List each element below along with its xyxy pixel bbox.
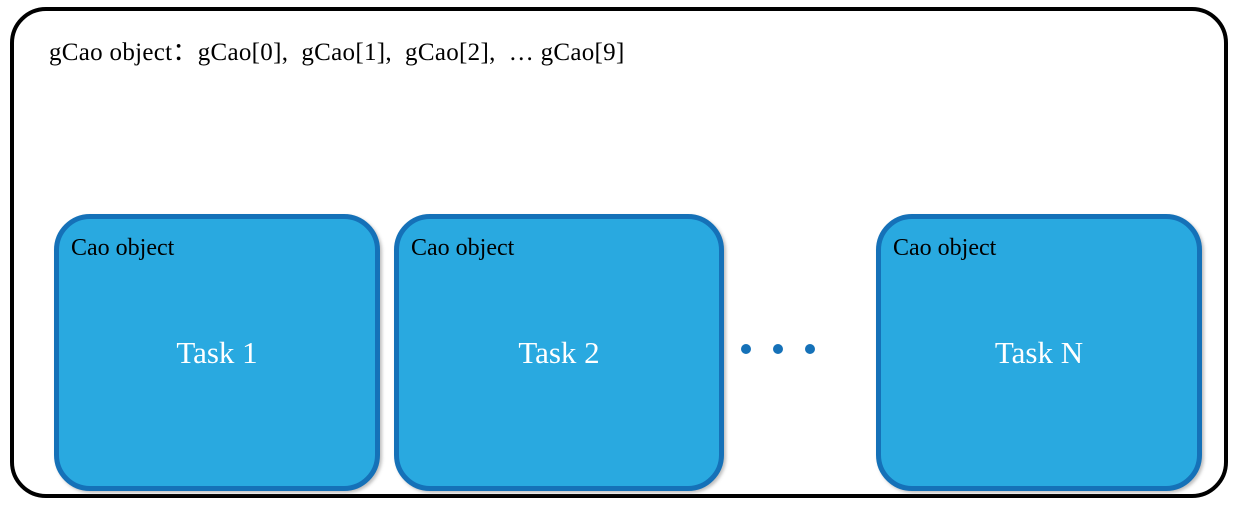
cao-object-box-task-1: Cao object Task 1 bbox=[54, 214, 380, 491]
cao-object-label: Cao object bbox=[71, 235, 175, 261]
ellipsis-dot-icon bbox=[741, 344, 751, 354]
ellipsis-dot-icon bbox=[773, 344, 783, 354]
cao-object-label: Cao object bbox=[411, 235, 515, 261]
task-n-title: Task N bbox=[994, 334, 1084, 370]
gcao-object-header-text: gCao object：gCao[0], gCao[1], gCao[2], …… bbox=[49, 39, 625, 66]
task-2-title: Task 2 bbox=[518, 334, 600, 370]
ellipsis-dot-icon bbox=[805, 344, 815, 354]
cao-object-label: Cao object bbox=[893, 235, 997, 261]
ellipsis-dots bbox=[741, 344, 815, 354]
task-1-title: Task 1 bbox=[176, 334, 258, 370]
cao-object-box-task-2: Cao object Task 2 bbox=[394, 214, 724, 491]
gcao-object-frame: gCao object：gCao[0], gCao[1], gCao[2], …… bbox=[10, 7, 1228, 498]
cao-object-box-task-n: Cao object Task N bbox=[876, 214, 1202, 491]
